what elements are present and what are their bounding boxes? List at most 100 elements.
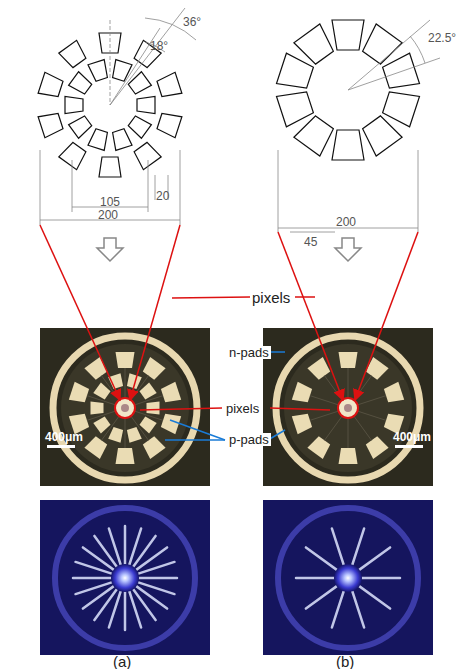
trace	[125, 368, 126, 398]
emission-ray	[128, 588, 141, 628]
dimension: 20	[156, 190, 169, 202]
pixel-outline	[88, 129, 107, 151]
pixel-outline	[88, 60, 107, 82]
emission-ray	[109, 529, 122, 569]
pixel-outline	[128, 116, 151, 138]
scale-bar-label: 400μm	[45, 431, 83, 443]
pixel-outline	[113, 60, 132, 82]
trace	[125, 418, 126, 448]
pixel-region	[338, 398, 358, 418]
callout-label: pixels	[252, 290, 290, 305]
pixel-core	[121, 404, 129, 412]
emission-ray	[358, 577, 400, 580]
ring-glow	[55, 508, 195, 648]
p-pad	[143, 357, 166, 380]
angle-dimension: 18°	[150, 40, 168, 52]
p-pad	[116, 448, 135, 464]
dimension: 200	[336, 216, 356, 228]
p-pad	[339, 448, 358, 464]
trace	[354, 416, 372, 440]
p-pad	[127, 427, 142, 443]
pixel-outline	[69, 116, 92, 138]
pixel-outline	[113, 129, 132, 151]
trace	[131, 416, 149, 440]
pixel-outline	[363, 24, 403, 64]
pixel-outline	[294, 24, 334, 64]
p-pad	[366, 436, 389, 459]
p-pad	[108, 373, 123, 389]
emission-ray	[124, 526, 127, 568]
trace	[135, 411, 164, 420]
pixel-outline	[38, 72, 63, 96]
emission-center	[334, 564, 362, 592]
mesa	[284, 344, 412, 472]
pixel-outline	[38, 114, 63, 138]
trace	[324, 376, 342, 400]
dimension: 45	[304, 236, 317, 248]
emission-ray	[351, 588, 364, 628]
p-pad	[292, 382, 312, 403]
emission-ray	[332, 588, 345, 628]
pixel-outline	[99, 157, 121, 177]
pixel-outline	[277, 53, 314, 88]
pixel-outline	[294, 116, 334, 156]
p-pad	[384, 382, 404, 403]
emission-ray	[131, 586, 156, 620]
emission-ray	[73, 577, 115, 580]
emission-ray	[306, 584, 340, 609]
pixel-outline	[277, 92, 314, 127]
p-pad	[84, 436, 107, 459]
panel-label: (b)	[336, 654, 354, 669]
p-pad	[161, 414, 181, 435]
mesa	[61, 344, 189, 472]
p-pad	[307, 357, 330, 380]
p-pad	[292, 414, 312, 435]
angle-dimension: 36°	[183, 16, 201, 28]
dimension: 105	[100, 196, 120, 208]
trace	[358, 396, 387, 405]
emission-ray	[76, 581, 116, 594]
p-pad	[108, 427, 123, 443]
emission-center	[111, 564, 139, 592]
emission-ray	[135, 581, 175, 594]
n-pad-ring	[276, 336, 420, 480]
emission-ray	[306, 547, 340, 572]
pixel-outline	[69, 72, 92, 94]
trace	[310, 396, 339, 405]
p-pad	[84, 357, 107, 380]
trace	[87, 396, 116, 405]
trace	[101, 416, 119, 440]
emission-ray	[94, 536, 119, 570]
trace	[358, 411, 387, 420]
panel-label: (a)	[113, 654, 131, 669]
trace	[135, 396, 164, 405]
pixel-outline	[383, 53, 420, 88]
pixel-outline	[363, 116, 403, 156]
emission-ray	[351, 529, 364, 569]
pixel-outline	[137, 97, 155, 114]
p-pad	[91, 402, 104, 415]
pixel-outline	[332, 20, 364, 50]
pixel-outline	[157, 72, 182, 96]
pixel-outline	[59, 40, 86, 67]
emission-ray	[332, 529, 345, 569]
p-pad	[307, 436, 330, 459]
pixel-outline	[157, 114, 182, 138]
trace	[348, 368, 349, 398]
pixel-outline	[332, 130, 364, 160]
emission-ray	[76, 562, 116, 575]
emission-ray	[135, 562, 175, 575]
callout-label: n-pads	[227, 346, 271, 359]
angle-dimension: 22.5°	[428, 32, 456, 44]
pixel-region	[115, 398, 135, 418]
pixel-outline	[128, 72, 151, 94]
n-pad-ring	[53, 336, 197, 480]
emission-ray	[83, 584, 117, 609]
emission-ray	[296, 577, 338, 580]
p-pad	[116, 352, 135, 368]
emission-ray	[135, 577, 177, 580]
callout-label: p-pads	[227, 433, 271, 446]
trace	[324, 416, 342, 440]
p-pad	[161, 382, 181, 403]
